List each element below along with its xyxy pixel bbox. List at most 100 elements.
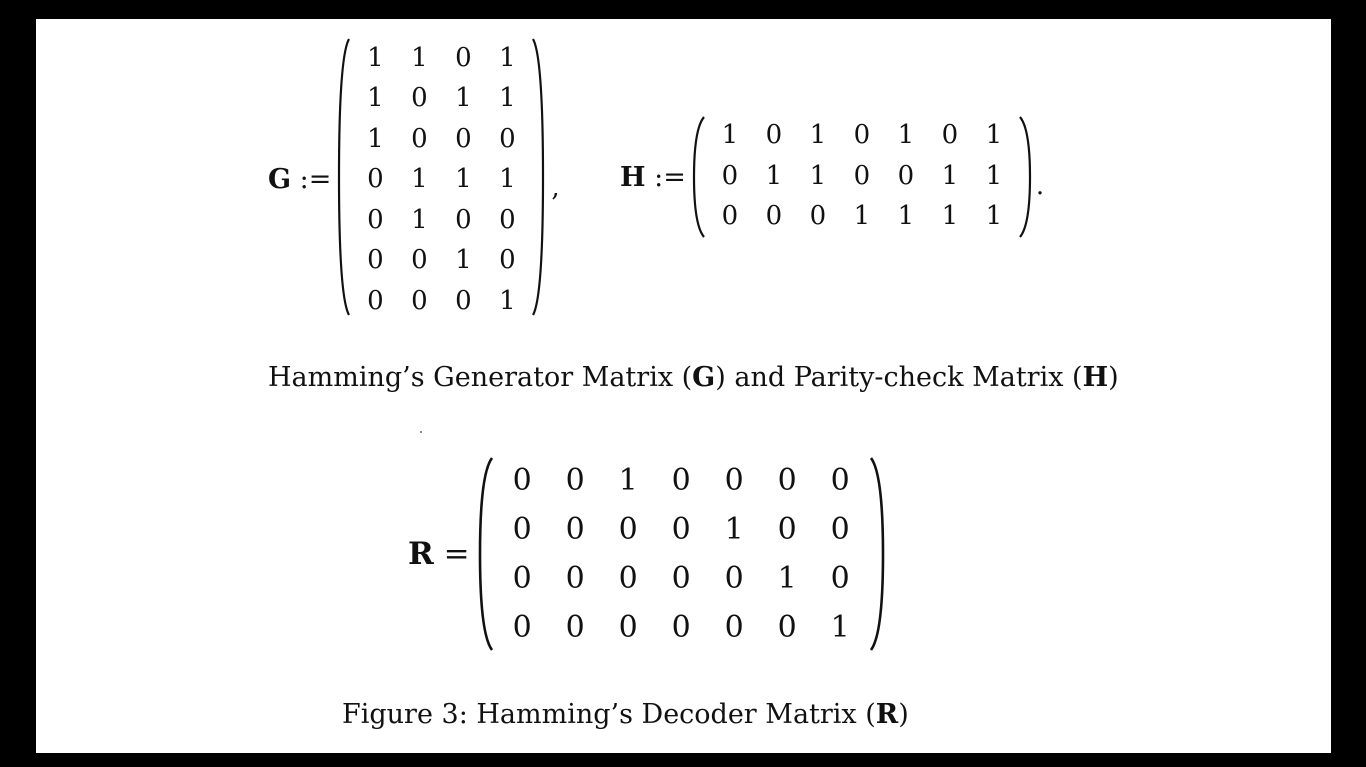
matrix-entry: 0 bbox=[367, 204, 384, 235]
matrix-entry: 0 bbox=[777, 610, 797, 645]
caption-symbol-r: R bbox=[875, 699, 899, 730]
matrix-entry: 0 bbox=[830, 512, 850, 547]
matrix-entry: 1 bbox=[897, 120, 915, 151]
matrix-entry: 0 bbox=[671, 610, 691, 645]
matrix-entry: 0 bbox=[618, 512, 638, 547]
left-parenthesis bbox=[692, 116, 705, 238]
matrix-entry: 0 bbox=[512, 512, 532, 547]
generator-parity-caption: Hamming’s Generator Matrix (G) and Parit… bbox=[268, 362, 1119, 393]
right-parenthesis bbox=[532, 38, 545, 316]
decoder-matrix-symbol: R bbox=[408, 536, 434, 572]
matrix-entry: 1 bbox=[897, 201, 915, 232]
matrix-entry: 1 bbox=[809, 160, 827, 191]
matrix-entry: 1 bbox=[499, 285, 516, 316]
matrix-entry: 0 bbox=[671, 512, 691, 547]
matrix-entry: 0 bbox=[455, 204, 472, 235]
matrix-entry: 0 bbox=[897, 160, 915, 191]
assign-operator: := bbox=[654, 161, 686, 193]
matrix-entry: 0 bbox=[724, 463, 744, 498]
matrix-entry: 0 bbox=[512, 610, 532, 645]
left-parenthesis bbox=[478, 457, 493, 651]
matrix-entry: 1 bbox=[985, 160, 1003, 191]
matrix-entry: 0 bbox=[565, 561, 585, 596]
matrix-entry: 0 bbox=[809, 201, 827, 232]
matrix-entry: 0 bbox=[618, 610, 638, 645]
parity-check-matrix-symbol: H bbox=[620, 161, 646, 193]
caption-text: ) bbox=[1108, 362, 1119, 393]
matrix-entry: 1 bbox=[853, 201, 871, 232]
matrix-entry: 1 bbox=[941, 201, 959, 232]
matrix-entry: 0 bbox=[499, 123, 516, 154]
matrix-entry: 1 bbox=[455, 245, 472, 275]
matrix-entry: 1 bbox=[830, 610, 850, 645]
decoder-matrix-caption: Figure 3: Hamming’s Decoder Matrix (R) bbox=[342, 699, 909, 730]
matrix-entry: 0 bbox=[455, 42, 472, 73]
period: . bbox=[1035, 171, 1045, 201]
matrix-entry: 1 bbox=[367, 123, 384, 154]
matrix-entry: 1 bbox=[411, 164, 428, 194]
matrix-entry: 1 bbox=[724, 512, 744, 547]
matrix-entry: 0 bbox=[411, 83, 428, 113]
matrix-entry: 1 bbox=[618, 463, 638, 498]
matrix-entry: 0 bbox=[830, 561, 850, 596]
matrix-entry: 0 bbox=[565, 463, 585, 498]
generator-matrix-symbol: G bbox=[268, 163, 292, 195]
matrix-entry: 1 bbox=[411, 42, 428, 73]
caption-symbol-h: H bbox=[1082, 362, 1109, 393]
left-parenthesis bbox=[338, 38, 351, 316]
matrix-entry: 0 bbox=[777, 512, 797, 547]
matrix-entry: 1 bbox=[985, 120, 1003, 151]
matrix-entry: 1 bbox=[499, 83, 516, 113]
matrix-entry: 0 bbox=[499, 245, 516, 275]
matrix-entry: 1 bbox=[411, 204, 428, 235]
matrix-entry: 0 bbox=[455, 123, 472, 154]
caption-text: ) bbox=[898, 699, 909, 730]
matrix-entry: 0 bbox=[853, 160, 871, 191]
matrix-entry: 0 bbox=[830, 463, 850, 498]
caption-text: Hamming’s Generator Matrix ( bbox=[268, 362, 693, 393]
matrix-entry: 0 bbox=[671, 463, 691, 498]
matrix-entry: 1 bbox=[455, 83, 472, 113]
assign-operator: := bbox=[299, 163, 332, 195]
matrix-entry: 0 bbox=[721, 201, 739, 232]
matrix-entry: 0 bbox=[512, 561, 532, 596]
equals-operator: = bbox=[443, 536, 470, 572]
right-parenthesis bbox=[869, 457, 884, 651]
right-parenthesis bbox=[1018, 116, 1031, 238]
matrix-entry: 0 bbox=[721, 160, 739, 191]
caption-symbol-g: G bbox=[692, 362, 716, 393]
matrix-entry: 1 bbox=[941, 160, 959, 191]
matrix-entry: 0 bbox=[367, 245, 384, 275]
matrix-entry: 1 bbox=[985, 201, 1003, 232]
matrix-entry: 1 bbox=[777, 561, 797, 596]
matrix-entry: 1 bbox=[499, 164, 516, 194]
matrix-entry: 1 bbox=[367, 83, 384, 113]
stray-dot bbox=[420, 431, 422, 433]
decoder-matrix-label: R = bbox=[408, 536, 470, 572]
matrix-entry: 0 bbox=[724, 610, 744, 645]
parity-check-matrix-label: H := bbox=[620, 162, 686, 193]
matrix-entry: 0 bbox=[777, 463, 797, 498]
matrix-entry: 0 bbox=[367, 285, 384, 316]
matrix-entry: 0 bbox=[671, 561, 691, 596]
matrix-entry: 0 bbox=[618, 561, 638, 596]
matrix-entry: 0 bbox=[565, 610, 585, 645]
matrix-entry: 1 bbox=[367, 42, 384, 73]
matrix-entry: 0 bbox=[411, 285, 428, 316]
matrix-entry: 1 bbox=[765, 160, 783, 191]
matrix-entry: 0 bbox=[499, 204, 516, 235]
matrix-entry: 1 bbox=[455, 164, 472, 194]
caption-text: Figure 3: Hamming’s Decoder Matrix ( bbox=[342, 699, 876, 730]
matrix-entry: 0 bbox=[941, 120, 959, 151]
matrix-entry: 0 bbox=[853, 120, 871, 151]
matrix-entry: 0 bbox=[512, 463, 532, 498]
